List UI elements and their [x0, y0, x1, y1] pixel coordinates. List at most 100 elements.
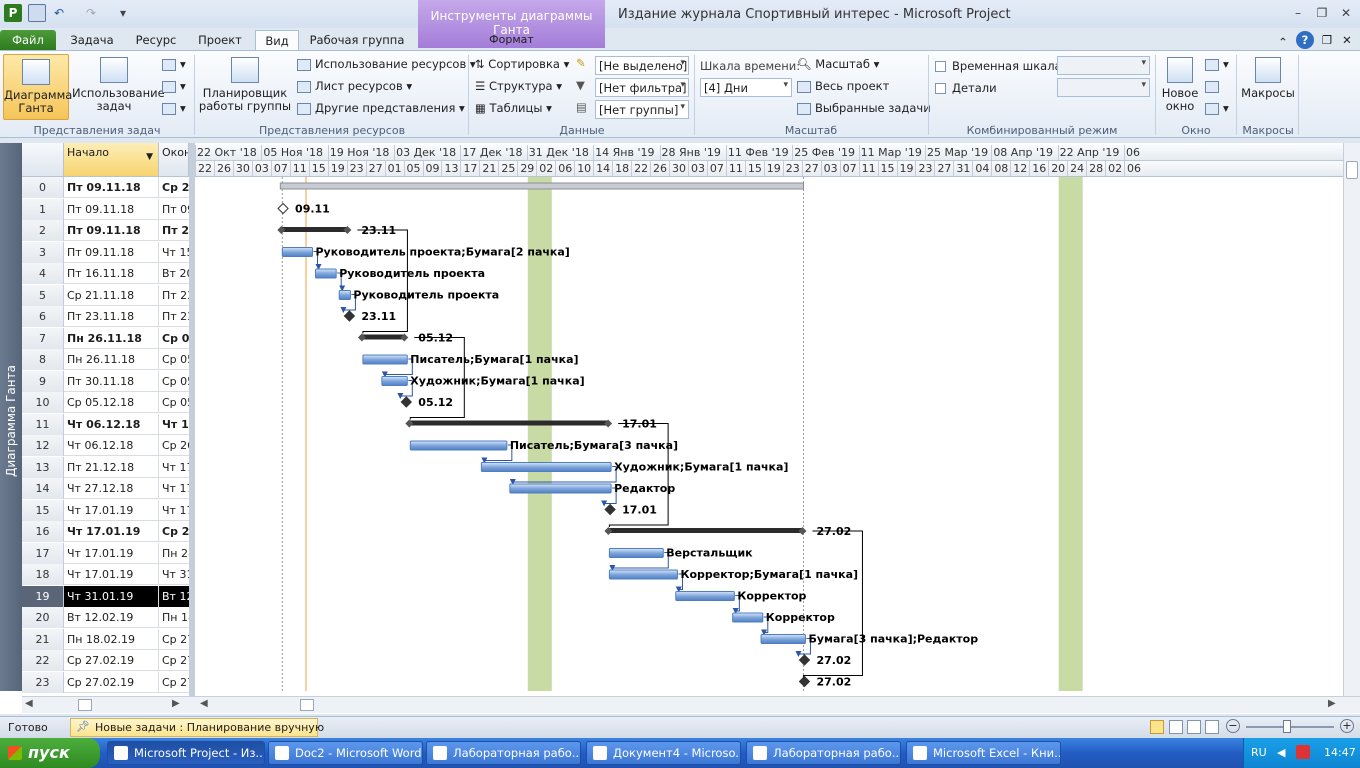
new-tasks-mode-button[interactable]: 📌︎ Новые задачи : Планирование вручную [70, 718, 324, 737]
maximize-icon[interactable]: ❐ [1316, 6, 1328, 20]
vertical-scrollbar[interactable] [1343, 143, 1360, 696]
gantt-bar[interactable] [381, 376, 408, 386]
team-planner-shortcut-icon[interactable] [1187, 720, 1201, 734]
gantt-bar[interactable] [608, 548, 664, 558]
row-id[interactable]: 20 [22, 607, 64, 628]
other-views-button[interactable]: Другие представления ▾ [297, 101, 465, 115]
finish-cell[interactable]: Чт 17.01.19 [162, 482, 189, 495]
start-cell[interactable]: Ср 21.11.18 [64, 284, 159, 306]
save-icon[interactable] [28, 4, 46, 22]
row-id[interactable]: 0 [22, 177, 64, 198]
row-id[interactable]: 13 [22, 456, 64, 478]
task-sheet-icon[interactable]: ▾ [162, 101, 186, 115]
finish-cell[interactable]: Ср 26.12.18 [162, 439, 189, 452]
start-cell[interactable]: Пн 26.11.18 [64, 327, 159, 349]
start-cell[interactable]: Пн 26.11.18 [64, 349, 159, 370]
column-header-start[interactable]: Начало ▼ [64, 143, 159, 177]
start-cell[interactable]: Ср 27.02.19 [64, 650, 159, 671]
close-icon[interactable]: ✕ [1340, 6, 1352, 20]
finish-cell[interactable]: Ср 05.12.18 [162, 374, 189, 388]
finish-cell[interactable]: Пт 09.11.18 [162, 202, 189, 216]
milestone[interactable] [798, 654, 811, 666]
hide-window-icon[interactable] [1205, 79, 1223, 93]
team-planner-button[interactable]: Планировщик работы группы [198, 57, 292, 113]
finish-cell[interactable]: Чт 17.01.19 [162, 417, 189, 431]
milestone[interactable] [277, 202, 289, 215]
table-scroll-right-icon[interactable]: ▶ [172, 698, 180, 709]
help-icon[interactable]: ? [1296, 31, 1314, 49]
summary-bar[interactable] [360, 334, 406, 340]
task-usage-button[interactable]: Использование задач [72, 57, 165, 113]
finish-cell[interactable]: Ср 27.02.19 [162, 632, 189, 646]
column-header-finish[interactable]: Оконч [159, 143, 189, 177]
task-usage-shortcut-icon[interactable] [1169, 720, 1183, 734]
tab-task[interactable]: Задача [70, 33, 114, 47]
start-cell[interactable]: Чт 17.01.19 [64, 542, 159, 564]
gantt-bar[interactable] [409, 440, 508, 451]
sort-button[interactable]: ⇅ Сортировка ▾ [475, 57, 570, 71]
row-id[interactable]: 12 [22, 435, 64, 456]
arrange-all-icon[interactable]: ▾ [1205, 57, 1229, 71]
taskbar-item-word-3[interactable]: Документ4 - Microso... [586, 741, 741, 765]
network-view-icon[interactable]: ▾ [162, 79, 186, 93]
restore-icon[interactable]: ❐ [1321, 33, 1333, 47]
finish-cell[interactable]: Пт 23.11.18 [162, 288, 189, 302]
chart-scroll-right-icon[interactable]: ▶ [1328, 698, 1336, 709]
resource-sheet-button[interactable]: Лист ресурсов ▾ [297, 79, 412, 93]
start-cell[interactable]: Пн 18.02.19 [64, 628, 159, 650]
start-cell[interactable]: Пт 09.11.18 [64, 198, 159, 220]
finish-cell[interactable]: Ср 27.02.19 [162, 525, 189, 538]
calendar-view-icon[interactable]: ▾ [162, 57, 186, 71]
column-filter-icon[interactable]: ▼ [146, 152, 153, 162]
start-cell[interactable]: Чт 17.01.19 [64, 564, 159, 585]
taskbar-item-project[interactable]: Microsoft Project - Из... [107, 741, 265, 765]
zoom-button[interactable]: 🔍︎ Масштаб ▾ [797, 57, 880, 71]
finish-cell[interactable]: Ср 27.02.19 [162, 181, 189, 194]
finish-cell[interactable]: Вт 20.11.18 [162, 267, 189, 280]
start-cell[interactable]: Пт 30.11.18 [64, 370, 159, 392]
resource-sheet-shortcut-icon[interactable] [1205, 720, 1219, 734]
chart-scroll-thumb[interactable] [300, 699, 314, 711]
start-cell[interactable]: Чт 17.01.19 [64, 521, 159, 542]
row-id[interactable]: 4 [22, 263, 64, 284]
finish-cell[interactable]: Чт 15.11.18 [162, 245, 189, 259]
row-id[interactable]: 16 [22, 521, 64, 542]
highlight-select[interactable]: [Не выделено] [595, 56, 689, 75]
start-cell[interactable]: Пт 21.12.18 [64, 456, 159, 478]
details-select[interactable] [1057, 78, 1150, 97]
finish-cell[interactable]: Чт 17.01.19 [162, 460, 189, 474]
project-app-icon[interactable]: P [4, 4, 22, 22]
taskbar-item-word[interactable]: Doc2 - Microsoft Word [268, 741, 423, 765]
minimize-icon[interactable]: – [1295, 6, 1301, 20]
start-cell[interactable]: Ср 05.12.18 [64, 392, 159, 413]
row-id[interactable]: 22 [22, 650, 64, 671]
finish-cell[interactable]: Ср 05.12.18 [162, 353, 189, 366]
timeline-select[interactable] [1057, 56, 1150, 75]
vertical-scroll-thumb[interactable] [1346, 161, 1358, 179]
zoom-slider-thumb[interactable] [1283, 720, 1291, 733]
timeline-checkbox[interactable]: Временная шкала [935, 59, 1062, 73]
antivirus-icon[interactable] [1296, 745, 1310, 759]
horizontal-scrollbar[interactable]: ◀ ▶ ◀ ▶ [22, 696, 1360, 713]
gantt-bar[interactable] [608, 569, 678, 580]
row-id[interactable]: 18 [22, 564, 64, 585]
details-checkbox[interactable]: Детали [935, 81, 997, 95]
table-scroll-thumb[interactable] [78, 699, 92, 711]
start-cell[interactable]: Чт 17.01.19 [64, 499, 159, 521]
entire-project-button[interactable]: Весь проект [797, 79, 889, 93]
start-cell[interactable]: Ср 27.02.19 [64, 671, 159, 693]
